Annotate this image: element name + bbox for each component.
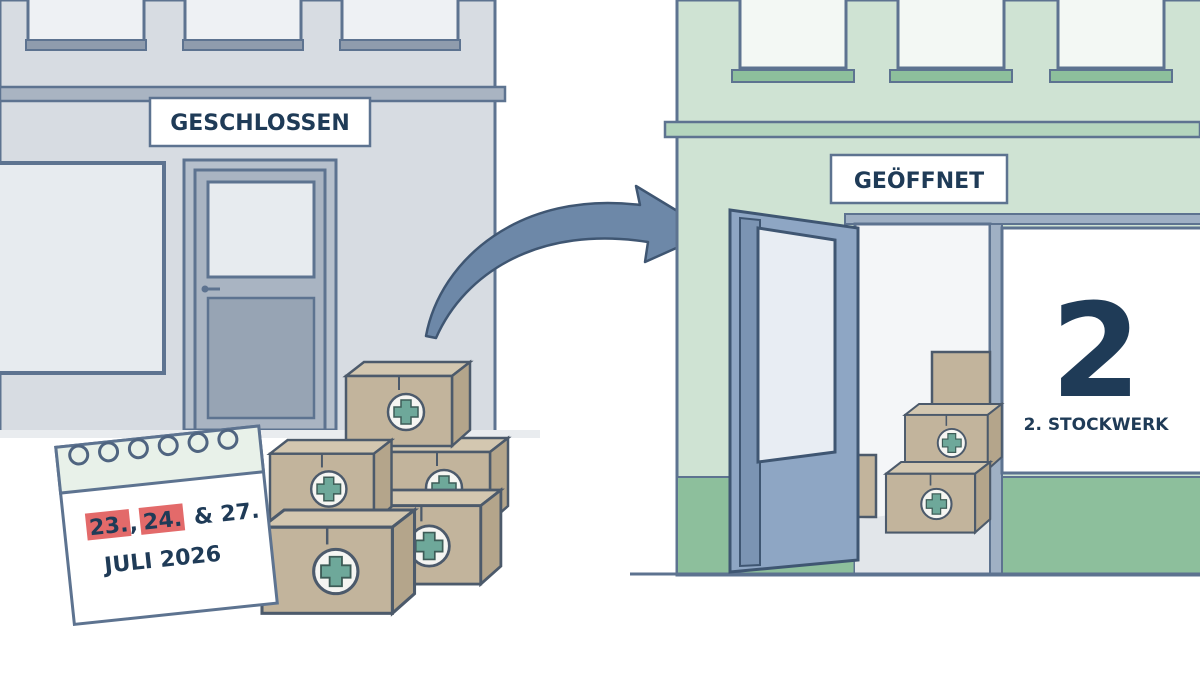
closed-sign: GESCHLOSSEN <box>148 96 372 148</box>
calendar-date-separator: , <box>128 511 139 537</box>
open-store-boxes <box>856 350 1003 534</box>
medicine-box-icon <box>884 460 992 534</box>
medicine-box-icon <box>260 508 417 615</box>
closed-store <box>0 0 540 438</box>
closed-sign-label: GESCHLOSSEN <box>170 111 350 136</box>
floor-label: 2. STOCKWERK <box>1024 415 1170 435</box>
calendar-icon: 23. , 24. & 27. JULI 2026 <box>54 424 279 627</box>
medicine-box-icon <box>904 403 1003 471</box>
floor-number: 2 <box>1051 275 1141 427</box>
open-sign-label: GEÖFFNET <box>854 168 984 194</box>
calendar-date-1: 23. <box>88 512 129 541</box>
open-sign: GEÖFFNET <box>829 153 1009 205</box>
medicine-box-icon <box>344 360 472 448</box>
open-door[interactable] <box>728 208 860 574</box>
floor-indicator: 2 2. STOCKWERK <box>1024 275 1170 435</box>
calendar-date-2: 24. <box>142 507 183 536</box>
